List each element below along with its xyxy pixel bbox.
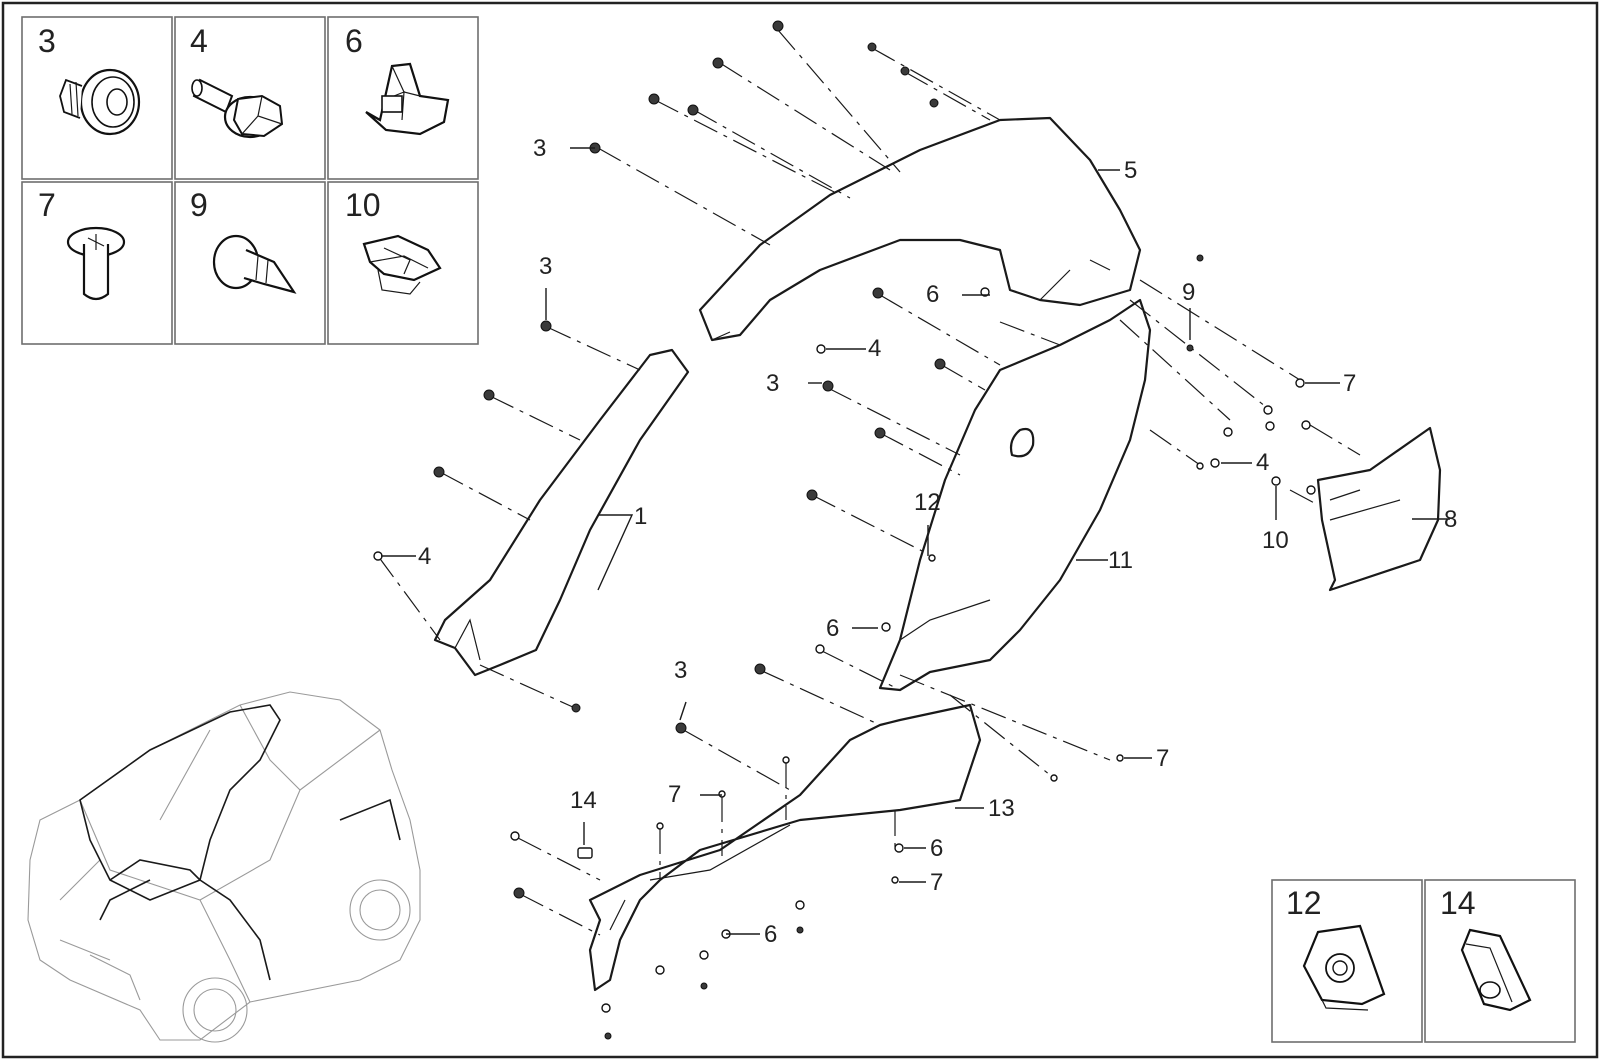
push-clip-icon xyxy=(59,68,141,136)
vehicle-location-illustration xyxy=(27,691,421,1043)
callout-7-bottom: 7 xyxy=(930,869,943,896)
fastener-markers xyxy=(373,20,1316,1040)
callout-3-top: 3 xyxy=(533,135,546,162)
callout-4-center: 4 xyxy=(868,335,881,362)
leader-lines xyxy=(381,147,1450,935)
legend-label-7: 7 xyxy=(38,187,56,223)
legend-label-3: 3 xyxy=(38,23,56,59)
flange-bolt-icon xyxy=(191,78,284,139)
self-tapping-screw-icon xyxy=(212,234,297,294)
part-8-rear-trim-panel xyxy=(1316,426,1442,592)
legend-label-9: 9 xyxy=(190,187,208,223)
fastener-legend-bottom: 12 14 xyxy=(1271,879,1576,1043)
callout-5: 5 xyxy=(1124,157,1137,184)
screw-icon xyxy=(66,226,126,301)
part-1-a-pillar-trim xyxy=(433,348,690,677)
callout-6-top: 6 xyxy=(926,281,939,308)
part-11-quarter-trim xyxy=(878,298,1152,692)
callout-3-quarter: 3 xyxy=(766,370,779,397)
callout-6-right: 6 xyxy=(930,835,943,862)
legend-label-12: 12 xyxy=(1286,885,1322,921)
u-nut-icon xyxy=(1302,924,1386,1011)
assembly-lines xyxy=(377,29,1361,936)
legend-label-6: 6 xyxy=(345,23,363,59)
callout-6-bottom: 6 xyxy=(764,921,777,948)
fastener-legend-top: 3 4 6 7 9 10 xyxy=(21,16,479,345)
callout-9: 9 xyxy=(1182,279,1195,306)
part-5-roof-rail-trim xyxy=(698,116,1142,342)
callout-10: 10 xyxy=(1262,527,1289,554)
part-13-side-sill-trim xyxy=(588,703,982,992)
clip-nut-icon xyxy=(1460,928,1532,1012)
callout-4-right: 4 xyxy=(1256,449,1269,476)
callout-12: 12 xyxy=(914,489,941,516)
legend-label-14: 14 xyxy=(1440,885,1476,921)
callout-3-sill: 3 xyxy=(674,657,687,684)
callout-11: 11 xyxy=(1108,547,1133,574)
legend-label-10: 10 xyxy=(345,187,381,223)
callout-13: 13 xyxy=(988,795,1015,822)
legend-label-4: 4 xyxy=(190,23,208,59)
spring-clip-icon xyxy=(362,234,442,295)
callout-labels: 1 3 3 3 3 4 4 4 5 6 6 6 6 7 7 7 7 8 9 10… xyxy=(418,135,1457,948)
callout-7-sill: 7 xyxy=(668,781,681,808)
callout-3-a-pillar: 3 xyxy=(539,253,552,280)
retainer-clip-icon xyxy=(365,62,450,136)
callout-4-left: 4 xyxy=(418,543,431,570)
callout-1: 1 xyxy=(634,503,647,530)
callout-8: 8 xyxy=(1444,506,1457,533)
callout-7-lower: 7 xyxy=(1156,745,1169,772)
callout-14: 14 xyxy=(570,787,597,814)
callout-6-middle: 6 xyxy=(826,615,839,642)
callout-7-right: 7 xyxy=(1343,370,1356,397)
